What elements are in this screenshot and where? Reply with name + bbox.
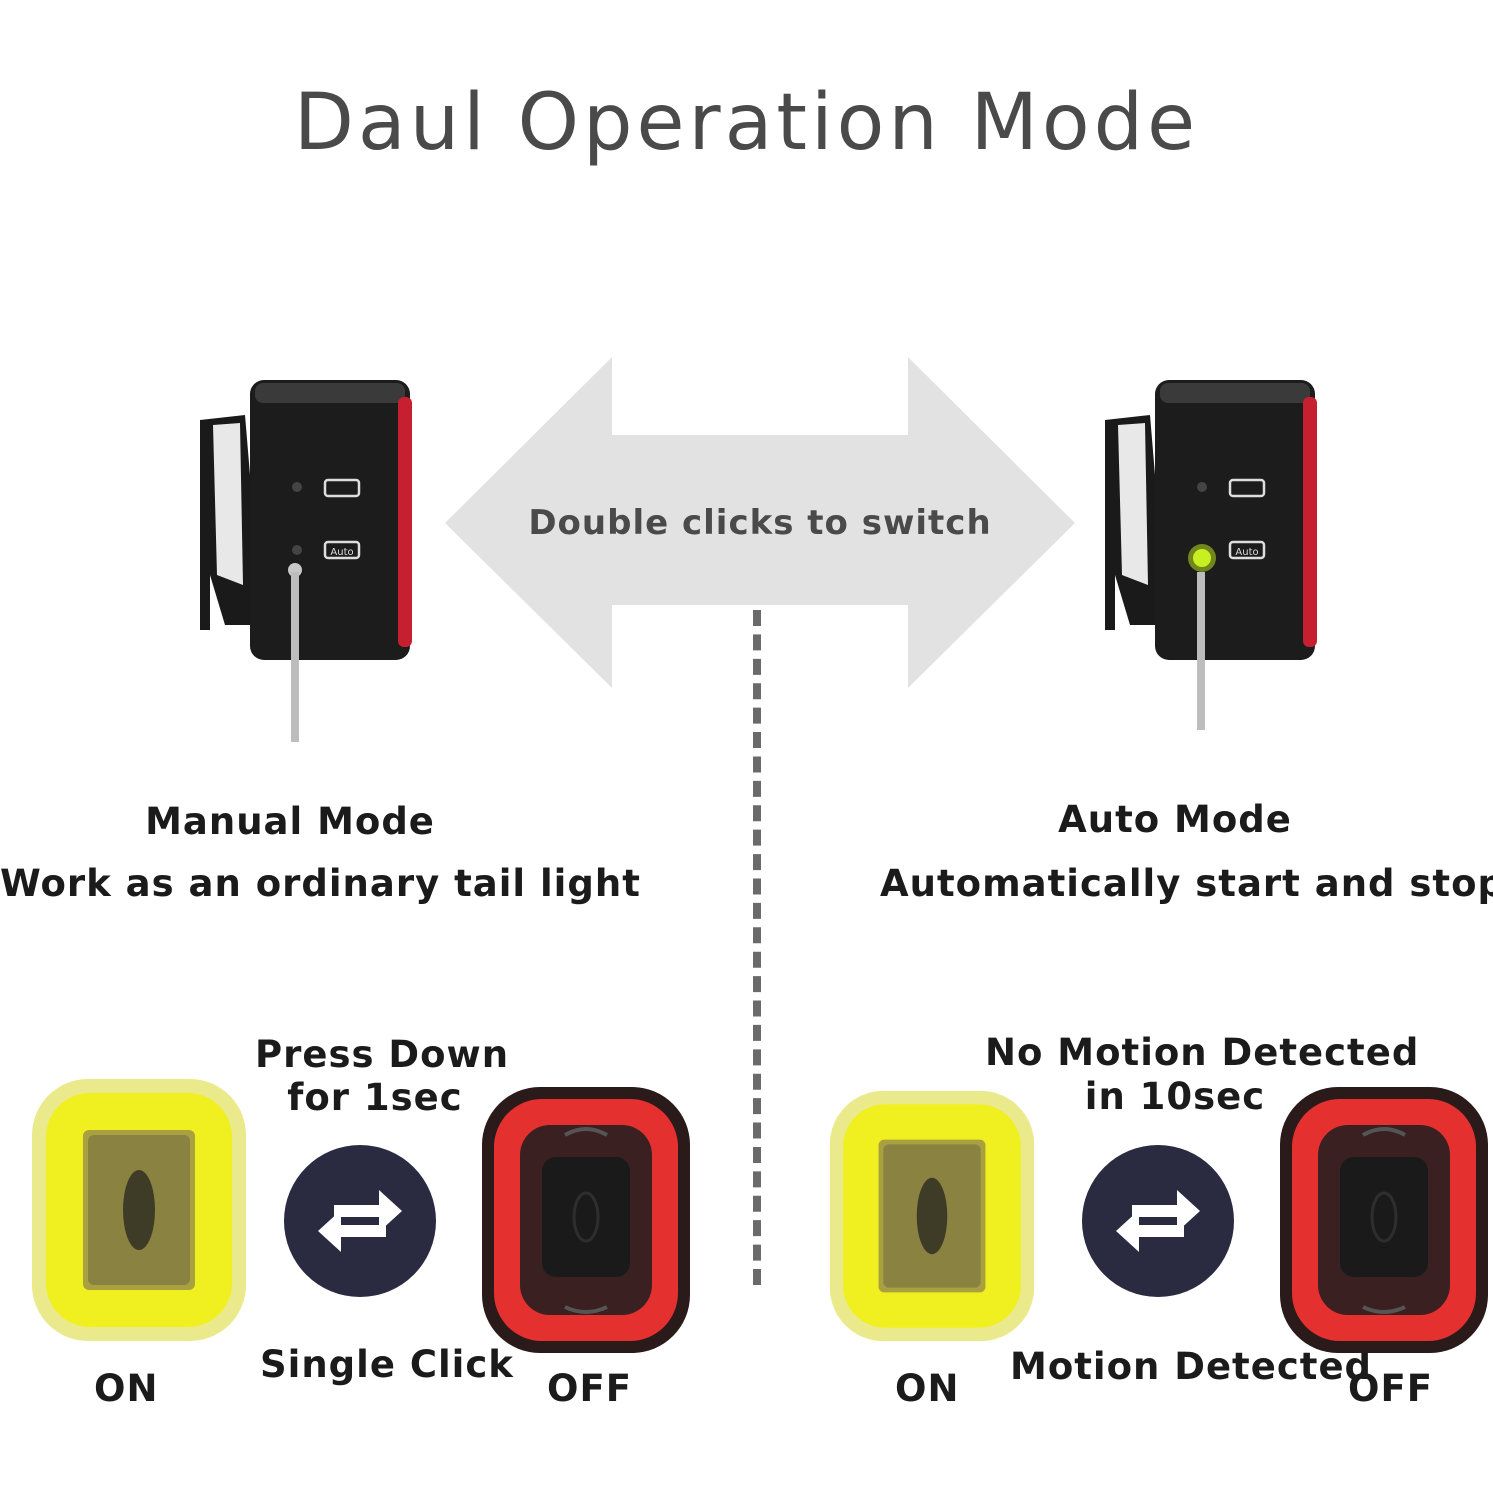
auto-top-action-line2: in 10sec [1084, 1075, 1266, 1118]
auto-light-on-image [829, 1090, 1035, 1342]
auto-device-image: Auto [1105, 380, 1317, 660]
manual-light-on-image [32, 1079, 246, 1341]
manual-bottom-action: Single Click [260, 1343, 514, 1386]
device-button-label-auto: Auto [1235, 547, 1258, 558]
auto-mode-heading: Auto Mode [1058, 798, 1292, 841]
switch-instruction: Double clicks to switch [528, 503, 992, 543]
auto-pointer-line [1197, 572, 1205, 730]
page-title: Daul Operation Mode [293, 78, 1200, 168]
auto-bottom-action: Motion Detected [1010, 1345, 1373, 1388]
manual-mode-description: Work as an ordinary tail light [0, 862, 641, 905]
manual-light-off-image [482, 1087, 690, 1353]
double-arrow [445, 357, 1075, 688]
section-divider [753, 610, 761, 1285]
manual-pointer-line [291, 572, 299, 742]
auto-on-label: ON [895, 1367, 960, 1410]
auto-light-off-image [1280, 1087, 1488, 1353]
manual-mode-heading: Manual Mode [145, 800, 435, 843]
auto-mode-description: Automatically start and stop [880, 862, 1493, 905]
manual-top-action-line2: for 1sec [287, 1076, 463, 1119]
auto-swap-icon [1082, 1145, 1234, 1297]
manual-top-action-line1: Press Down [255, 1033, 510, 1076]
auto-top-action-line1: No Motion Detected [985, 1031, 1420, 1074]
manual-off-label: OFF [547, 1367, 633, 1410]
manual-on-label: ON [94, 1367, 159, 1410]
manual-swap-icon [284, 1145, 436, 1297]
manual-device-image: Auto [200, 380, 412, 660]
auto-off-label: OFF [1348, 1367, 1434, 1410]
device-button-label-manual: Auto [330, 547, 353, 558]
